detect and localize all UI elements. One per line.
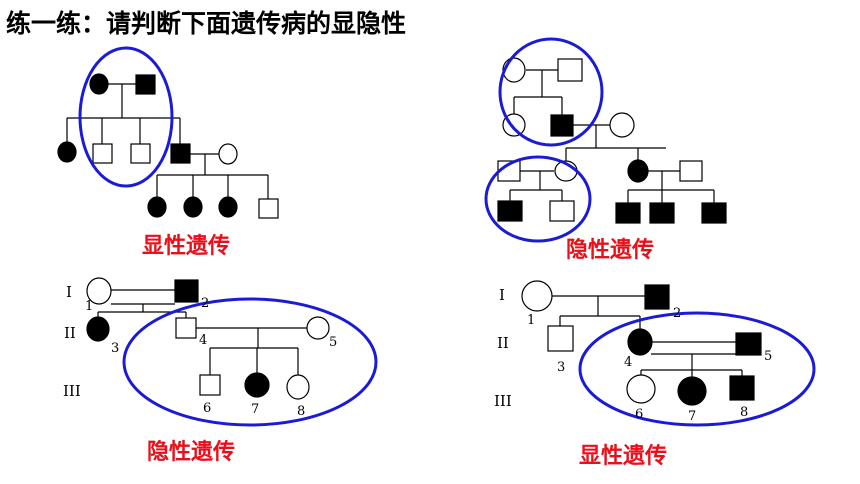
tr-female-unaffected xyxy=(609,112,635,138)
tl-female-affected xyxy=(183,196,203,218)
bl-female-unaffected xyxy=(286,374,310,400)
bl-female-affected xyxy=(244,372,270,398)
highlight-ring xyxy=(78,46,174,188)
generation-label-2: II xyxy=(64,324,76,342)
answer-bottom-right: 显性遗传 xyxy=(579,444,668,469)
generation-label-1: I xyxy=(499,286,505,304)
generation-label-1: I xyxy=(66,283,72,301)
individual-number: 8 xyxy=(740,405,748,420)
answer-bottom-left: 隐性遗传 xyxy=(147,440,236,465)
bl-male-unaffected xyxy=(199,374,221,396)
bl-male-affected xyxy=(174,279,199,303)
individual-number: 4 xyxy=(624,355,632,370)
tl-female-affected xyxy=(218,196,238,218)
individual-number: 6 xyxy=(635,407,643,422)
generation-label-2: II xyxy=(497,334,509,352)
br-female-unaffected xyxy=(521,280,553,312)
bl-female-unaffected xyxy=(306,316,330,340)
tr-male-affected xyxy=(701,202,727,224)
slide-title: 练一练：请判断下面遗传病的显隐性 xyxy=(6,9,407,38)
highlight-ring xyxy=(498,37,604,147)
pedigree-top-right xyxy=(497,57,727,224)
tl-female-affected xyxy=(147,196,167,218)
bl-female-affected xyxy=(86,316,110,342)
tl-female-affected xyxy=(57,141,77,163)
individual-number: 5 xyxy=(764,349,772,364)
individual-number: 3 xyxy=(557,360,565,375)
bl-male-unaffected xyxy=(175,317,197,339)
tl-male-unaffected xyxy=(258,198,279,219)
tl-female-unaffected xyxy=(218,143,238,165)
tr-male-unaffected xyxy=(679,160,703,182)
individual-number: 7 xyxy=(251,402,259,417)
individual-number: 1 xyxy=(85,299,93,314)
individual-number: 6 xyxy=(203,401,211,416)
tl-male-unaffected xyxy=(92,143,113,164)
tl-male-unaffected xyxy=(130,143,151,164)
individual-number: 2 xyxy=(673,306,681,321)
individual-number: 1 xyxy=(527,313,535,328)
pedigree-bottom-right xyxy=(521,280,762,406)
tr-male-affected xyxy=(615,202,641,224)
generation-label-3: III xyxy=(63,382,81,400)
answer-top-right: 隐性遗传 xyxy=(566,238,655,263)
tr-female-affected xyxy=(627,159,649,183)
bl-female-unaffected xyxy=(86,277,112,305)
tl-female-affected xyxy=(89,73,109,95)
br-male-affected xyxy=(729,375,755,401)
br-female-affected xyxy=(677,376,707,406)
pedigree-top-left xyxy=(57,73,279,219)
highlight-ring xyxy=(578,311,816,427)
tl-male-affected xyxy=(170,143,191,164)
br-male-affected xyxy=(735,332,762,356)
tl-male-affected xyxy=(135,74,156,95)
highlight-ring xyxy=(484,155,592,243)
individual-number: 3 xyxy=(111,341,119,356)
br-male-affected xyxy=(644,284,670,310)
individual-number: 8 xyxy=(297,404,305,419)
highlight-ring xyxy=(122,297,378,427)
tr-male-affected xyxy=(649,202,675,224)
br-female-affected xyxy=(627,328,653,356)
individual-number: 2 xyxy=(201,296,209,311)
br-female-unaffected xyxy=(626,374,656,404)
individual-number: 7 xyxy=(688,409,696,424)
individual-number: 5 xyxy=(329,335,337,350)
tr-female-unaffected xyxy=(502,57,526,83)
tr-male-affected xyxy=(497,200,523,222)
answer-top-left: 显性遗传 xyxy=(142,234,231,259)
tr-male-affected xyxy=(550,114,574,137)
generation-label-3: III xyxy=(494,392,512,410)
tr-male-unaffected xyxy=(549,200,575,222)
individual-number: 4 xyxy=(199,333,207,348)
tr-male-unaffected xyxy=(557,58,583,82)
br-male-unaffected xyxy=(547,325,574,352)
pedigree-bottom-left xyxy=(86,277,330,400)
